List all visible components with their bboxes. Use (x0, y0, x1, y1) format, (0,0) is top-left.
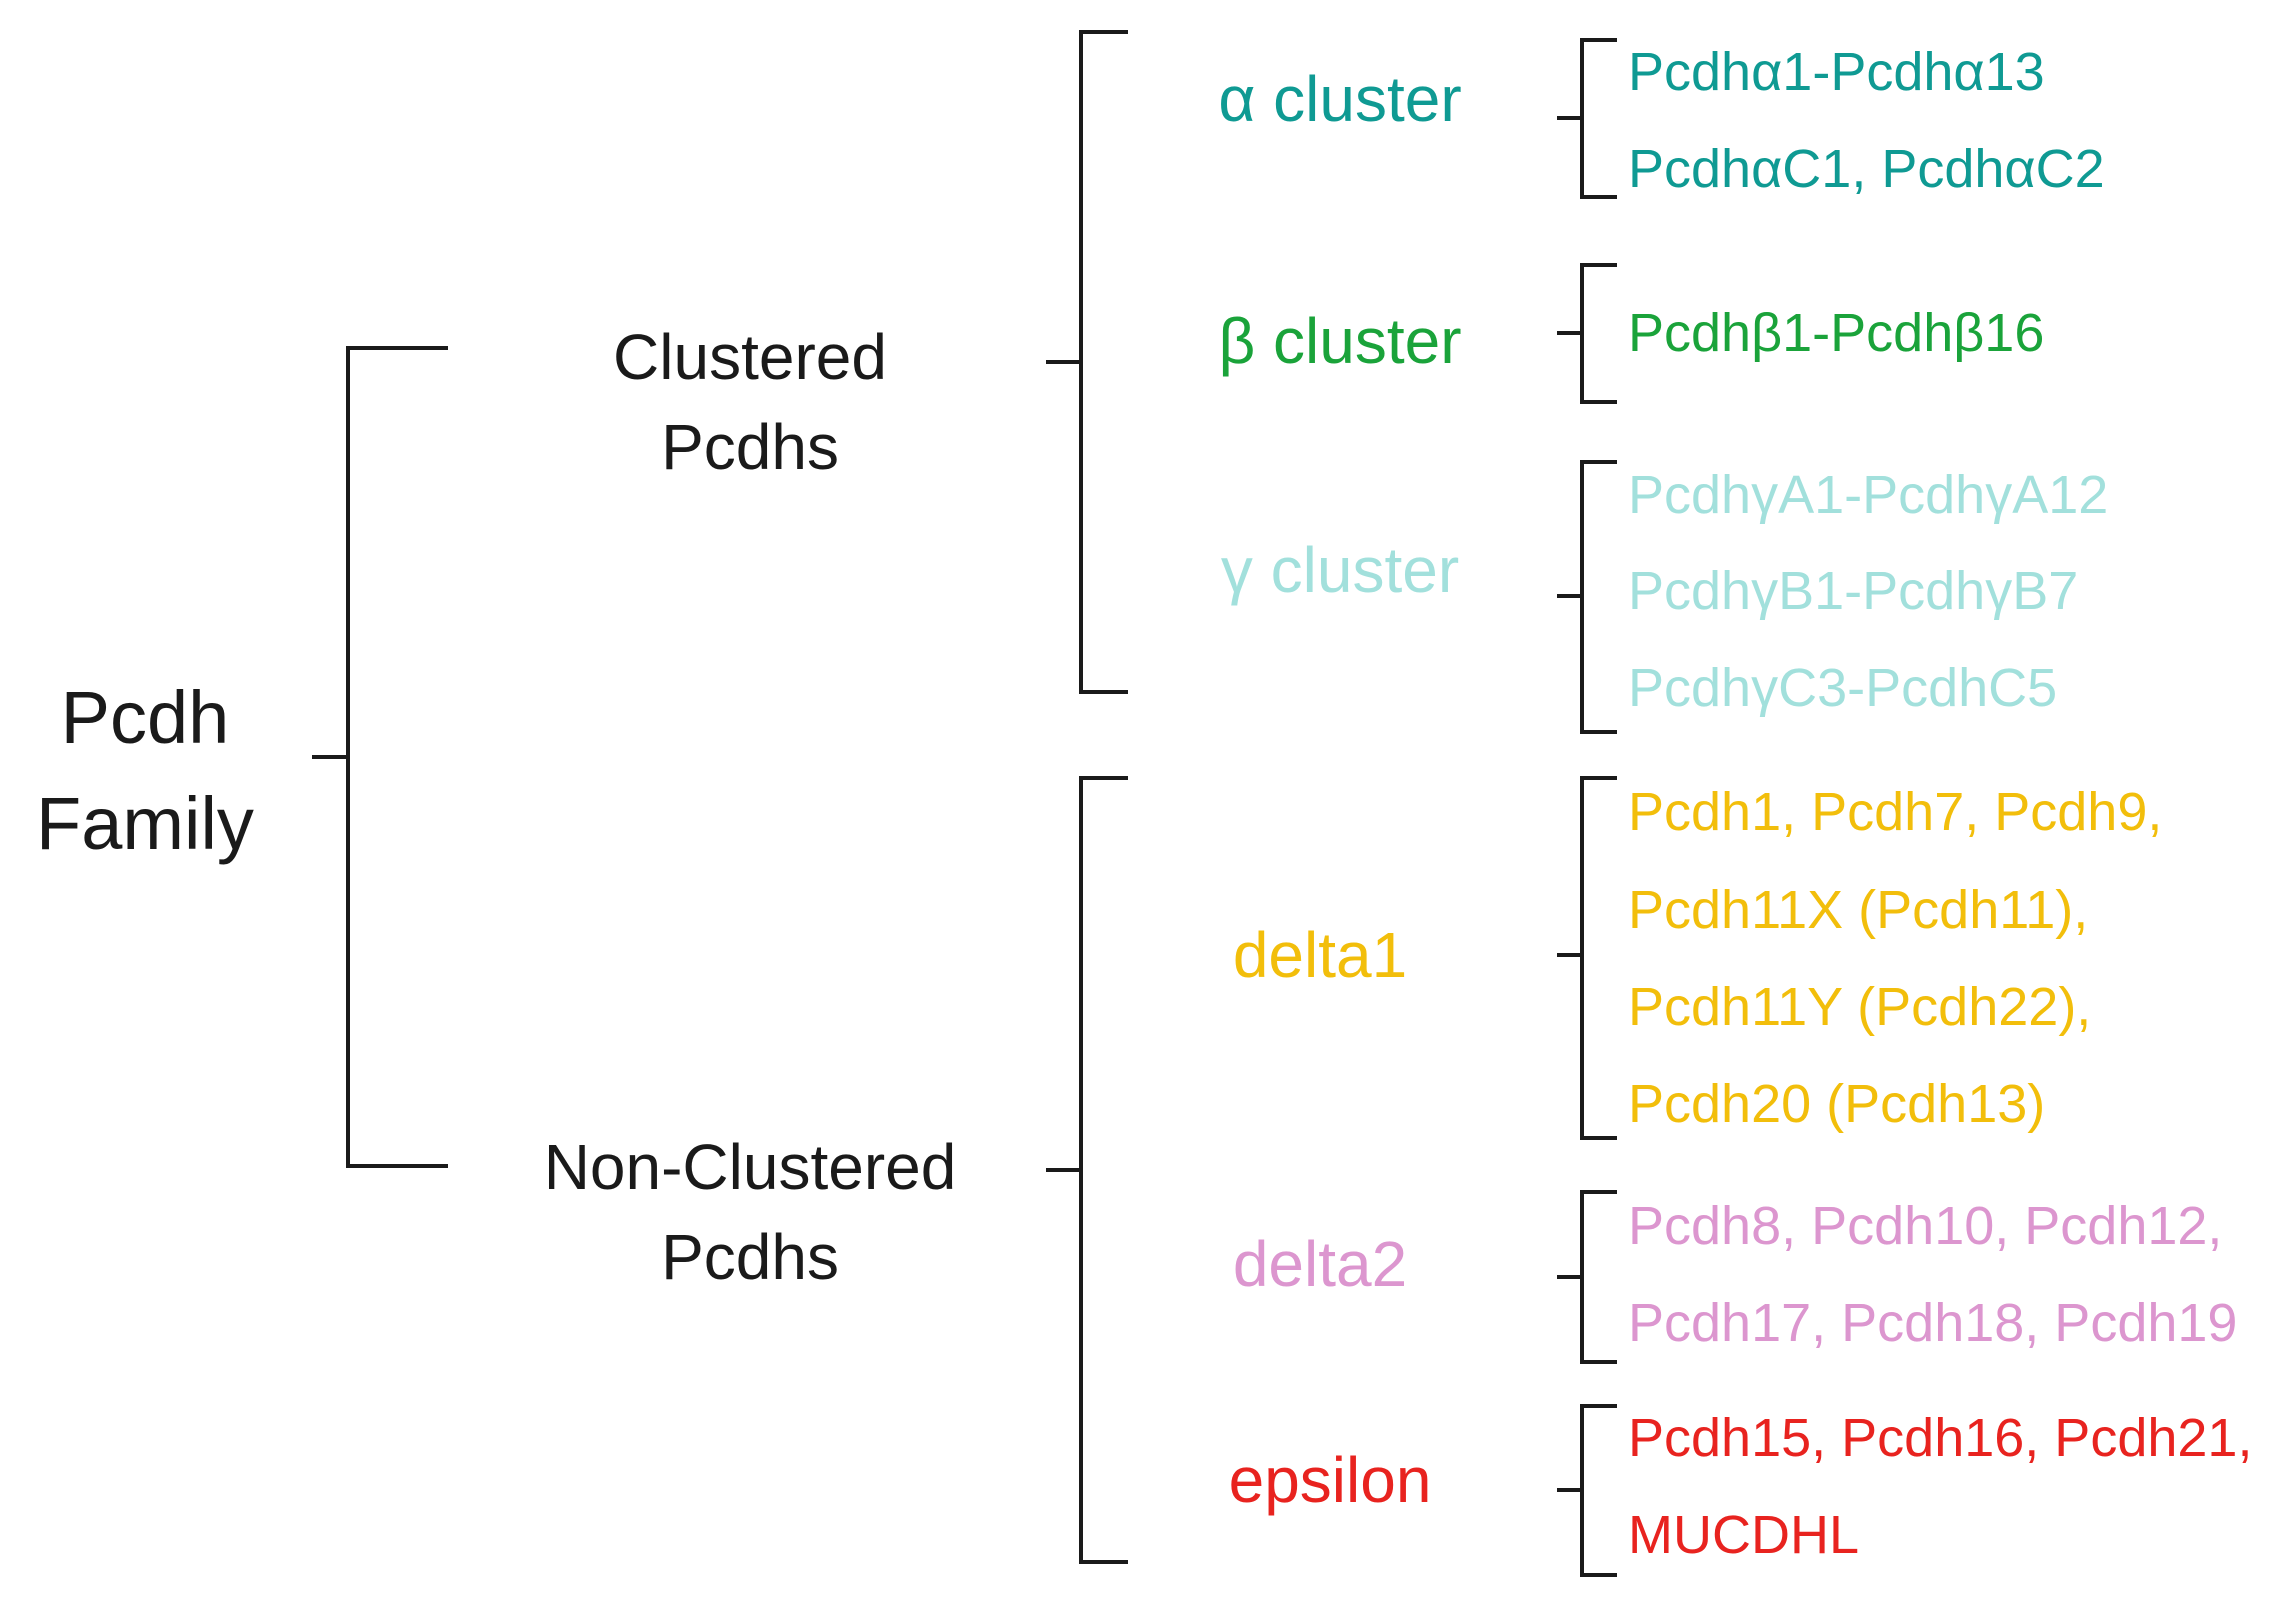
non-clustered-bracket (1079, 776, 1128, 1564)
root-bracket (346, 346, 448, 1168)
alpha-bracket (1580, 38, 1617, 199)
delta2-member: Pcdh17, Pcdh18, Pcdh19 (1628, 1293, 2238, 1353)
gamma-bracket (1580, 460, 1617, 734)
alpha-member: Pcdhα1-Pcdhα13 (1628, 42, 2045, 102)
clustered-label-line2: Pcdhs (661, 411, 839, 483)
clustered-bracket (1079, 30, 1128, 694)
root-label: Pcdh Family (0, 665, 290, 877)
delta1-member: Pcdh11Y (Pcdh22), (1628, 977, 2092, 1037)
gamma-member: PcdhγB1-PcdhγB7 (1628, 561, 2079, 621)
root-label-line2: Family (36, 782, 254, 865)
gamma-member: PcdhγA1-PcdhγA12 (1628, 465, 2109, 525)
gamma-member: PcdhγC3-PcdhC5 (1628, 658, 2058, 718)
clustered-label-line1: Clustered (613, 321, 887, 393)
alpha-member: PcdhαC1, PcdhαC2 (1628, 139, 2105, 199)
alpha-cluster-label: α cluster (1218, 63, 1462, 135)
epsilon-member: Pcdh15, Pcdh16, Pcdh21, (1628, 1408, 2253, 1468)
root-label-line1: Pcdh (60, 676, 230, 759)
delta1-cluster-label: delta1 (1232, 919, 1408, 991)
delta1-member: Pcdh20 (Pcdh13) (1628, 1074, 2046, 1134)
delta1-bracket (1580, 776, 1617, 1140)
clustered-label: Clustered Pcdhs (530, 312, 970, 492)
delta1-member: Pcdh1, Pcdh7, Pcdh9, (1628, 782, 2163, 842)
epsilon-member: MUCDHL (1628, 1505, 1860, 1565)
delta2-cluster-label: delta2 (1232, 1228, 1408, 1300)
beta-bracket (1580, 263, 1617, 404)
non-clustered-label-line2: Pcdhs (661, 1221, 839, 1293)
epsilon-bracket (1580, 1404, 1617, 1577)
delta2-member: Pcdh8, Pcdh10, Pcdh12, (1628, 1196, 2223, 1256)
beta-cluster-label: β cluster (1218, 305, 1462, 377)
non-clustered-label: Non-Clustered Pcdhs (510, 1122, 990, 1302)
epsilon-cluster-label: epsilon (1228, 1444, 1432, 1516)
delta1-member: Pcdh11X (Pcdh11), (1628, 880, 2089, 940)
beta-member: Pcdhβ1-Pcdhβ16 (1628, 303, 2045, 363)
delta2-bracket (1580, 1190, 1617, 1364)
non-clustered-label-line1: Non-Clustered (543, 1131, 957, 1203)
gamma-cluster-label: γ cluster (1220, 534, 1460, 606)
